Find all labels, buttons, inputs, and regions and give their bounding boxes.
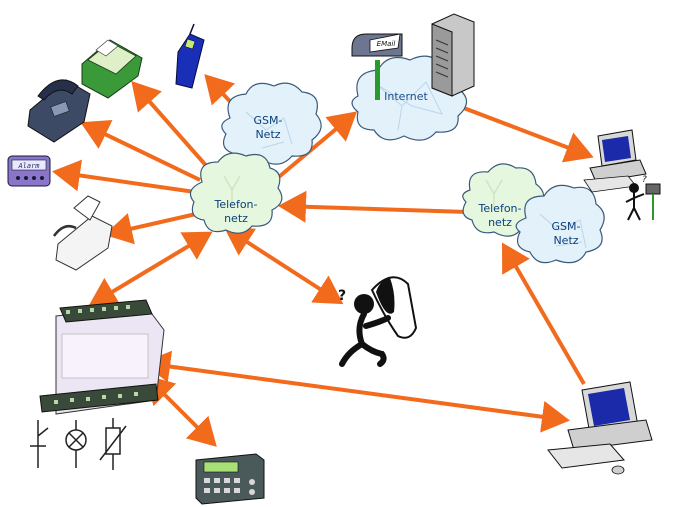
operator-panel-icon: [195, 453, 265, 505]
arrow-internet-pc: [425, 88, 594, 163]
io-symbols-icon: [30, 418, 127, 470]
gsm-right-label-2: Netz: [553, 234, 578, 247]
plc-controller-icon: [39, 299, 165, 415]
telefon-cloud-right: Telefon- netz: [462, 163, 545, 237]
fax-phone-sketch-icon: [52, 195, 113, 271]
telefon-left-label-2: netz: [224, 212, 248, 225]
telefon-left-label-1: Telefon-: [214, 198, 258, 211]
arrow-telefon-pager: [52, 159, 196, 194]
mailbox-icon: EMail: [351, 33, 403, 100]
arrow-telefon-fax: [131, 81, 212, 172]
arrow-right-telefon-left-telefon: [278, 190, 469, 223]
gsm-left-label-1: GSM-: [254, 114, 283, 127]
question-mark-icon: ?: [642, 175, 647, 185]
telefon-right-label-2: netz: [488, 216, 512, 229]
gsm-left-label-2: Netz: [255, 128, 280, 141]
arrow-telefon-phone: [80, 120, 201, 182]
server-icon: [431, 13, 475, 97]
person-on-phone-icon: ?: [338, 276, 418, 367]
arrow-telefon-controller: [88, 231, 213, 307]
arrow-controller-pc: [142, 350, 570, 433]
pager-icon: Alarm: [7, 155, 51, 187]
arrow-telefon-faxphone: [104, 212, 197, 245]
gsm-cloud-right: GSM- Netz: [515, 184, 605, 264]
telefon-right-label-1: Telefon-: [478, 202, 522, 215]
question-mark-icon: ?: [338, 288, 346, 304]
pager-text: Alarm: [17, 162, 40, 170]
arrow-controller-panel: [145, 375, 217, 447]
gsm-right-label-1: GSM-: [552, 220, 581, 233]
pc-top-right-icon: [583, 129, 647, 193]
pc-bottom-right-icon: [547, 381, 653, 475]
desk-phone-icon: [27, 79, 91, 143]
fax-machine-icon: [81, 39, 143, 99]
mailbox-text: EMail: [377, 40, 396, 48]
mobile-phone-icon: [175, 23, 205, 89]
arrow-pc-right-telefon: [501, 242, 586, 386]
telefon-cloud-left: Telefon- netz: [189, 152, 283, 234]
arrow-telefon-person: [223, 226, 344, 305]
person-mailbox-icon: ?: [625, 175, 661, 221]
gsm-cloud-left: GSM- Netz: [221, 82, 322, 165]
internet-label: Internet: [384, 90, 428, 103]
